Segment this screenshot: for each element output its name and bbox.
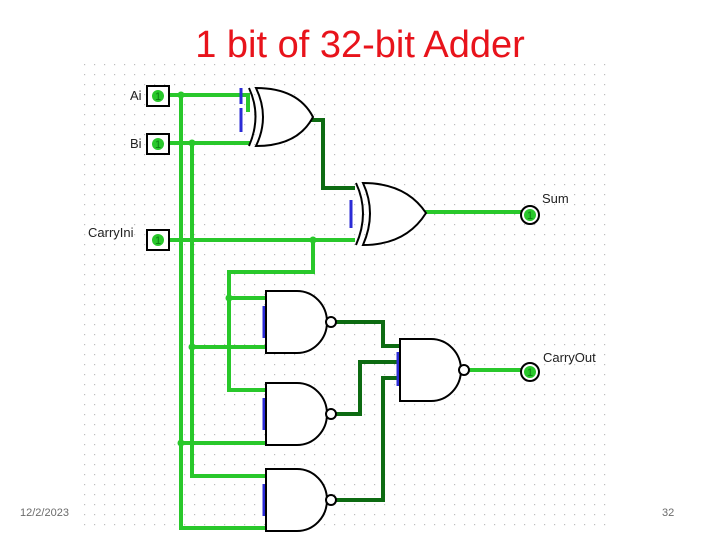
input-pin-a-label: Ai [130, 88, 142, 103]
wires-active [170, 93, 524, 530]
wire-xor1-to-xor2 [310, 118, 355, 190]
nand-gate-4[interactable] [396, 338, 470, 402]
wire-nand1-to-nand4 [334, 320, 402, 348]
input-pin-b-label: Bi [130, 136, 142, 151]
footer-date: 12/2/2023 [20, 507, 69, 519]
xor-gate-2[interactable] [349, 181, 428, 247]
nand-gate-1[interactable] [262, 290, 337, 354]
input-pin-carryin-label: CarryIni [88, 225, 134, 240]
wire-nand2-to-nand4 [334, 360, 402, 416]
input-pin-b-value: 1 [155, 139, 161, 151]
nand-gate-3[interactable] [262, 468, 337, 532]
output-pin-sum[interactable]: Sum 1 [520, 191, 569, 225]
output-pin-carryout[interactable]: CarryOut 1 [520, 350, 596, 382]
wires-dark [310, 118, 402, 502]
input-pin-b[interactable]: Bi 1 [130, 133, 170, 155]
nand-gate-2[interactable] [262, 382, 337, 446]
input-pin-carryin-value: 1 [155, 235, 161, 247]
wire-junctions [177, 91, 317, 447]
output-pin-sum-label: Sum [542, 191, 569, 206]
footer-page-number: 32 [662, 507, 675, 519]
input-pin-a-value: 1 [155, 91, 161, 103]
wire-a-to-xor1 [170, 93, 250, 112]
xor-gate-1[interactable] [239, 86, 315, 148]
input-pin-carryin[interactable]: CarryIni 1 [88, 225, 170, 251]
output-pin-carryout-value: 1 [527, 367, 533, 379]
output-pin-sum-value: 1 [527, 210, 533, 222]
wire-nand3-to-nand4 [334, 376, 402, 502]
output-pin-carryout-label: CarryOut [543, 350, 596, 365]
slide-title: 1 bit of 32-bit Adder [195, 24, 525, 66]
input-pin-a[interactable]: Ai 1 [130, 85, 170, 107]
wire-cin-down [227, 238, 315, 392]
